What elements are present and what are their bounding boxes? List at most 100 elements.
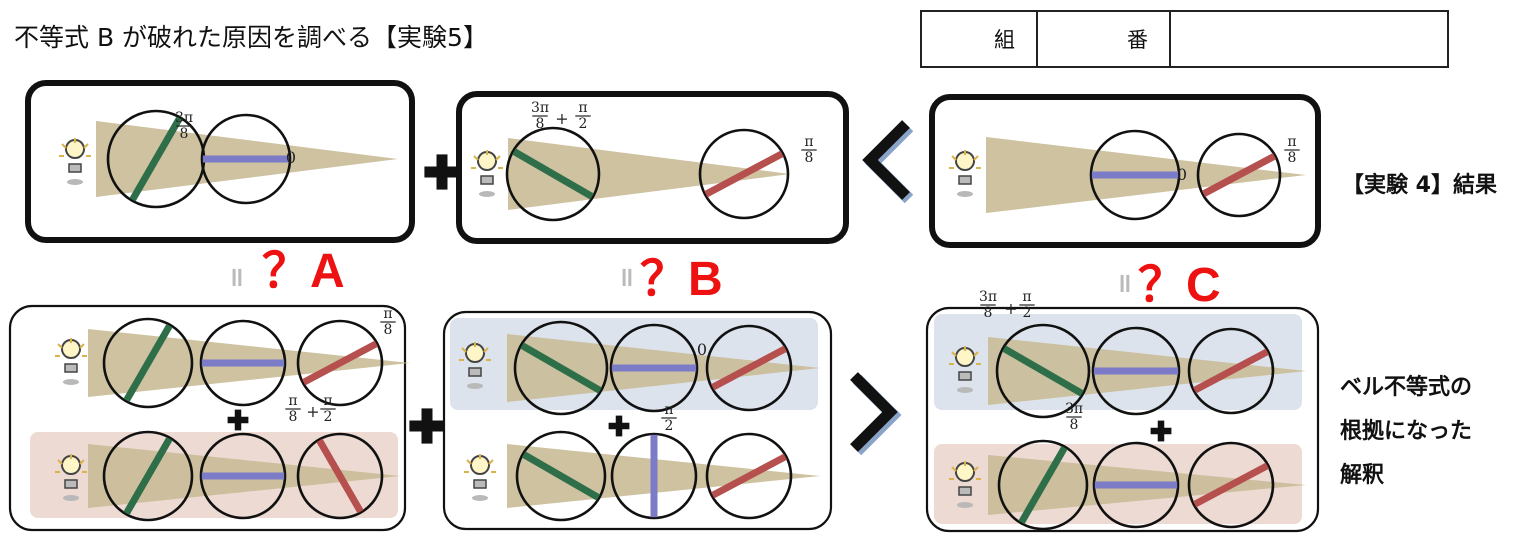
experiment4-result-label: 【実験 4】結果: [1342, 173, 1497, 198]
polarizer-ring: [995, 323, 1091, 419]
fraction-numerator: 3π: [979, 289, 997, 305]
polarizer: [1196, 132, 1282, 218]
fraction-numerator: π: [578, 100, 587, 116]
polarizer-ring: [199, 432, 287, 520]
plus-operator: [409, 408, 445, 444]
fraction-numerator: π: [323, 393, 332, 409]
polarizer: [1187, 441, 1275, 529]
polarizer-axis: [704, 150, 784, 198]
polarizer-axis: [521, 451, 601, 501]
bell-interpretation-line2: 根拠になった: [1340, 419, 1473, 444]
polarizer: [102, 317, 194, 409]
number-label: 番: [1127, 28, 1148, 52]
plus-sign: +: [1004, 299, 1017, 318]
plus-sign: +: [555, 109, 568, 128]
polarizer-ring: [1091, 326, 1181, 416]
polarizer-ring: [1187, 441, 1275, 529]
polarizer: [296, 432, 384, 520]
angle-pi-2: π2: [1019, 289, 1035, 321]
page-title: 不等式 B が破れた原因を調べる【実験5】: [14, 23, 488, 52]
fraction-denominator: 8: [536, 116, 545, 132]
equals-mark-a: ॥: [228, 261, 244, 292]
fraction-numerator: π: [664, 402, 673, 418]
fraction-numerator: 3π: [175, 110, 193, 126]
polarizer-axis: [316, 438, 364, 514]
polarizer-ring: [515, 430, 607, 522]
polarizer-axis: [711, 345, 787, 391]
equals-mark-c: ॥: [1116, 267, 1132, 298]
angle-3pi-8: 3π8: [1065, 401, 1083, 433]
polarizer-axis: [1018, 445, 1068, 525]
polarizer: [1092, 441, 1180, 529]
polarizer-axis: [302, 340, 378, 386]
polarizer-ring: [1187, 327, 1275, 415]
polarizer: [1089, 129, 1181, 221]
polarizer-axis: [512, 148, 594, 200]
angle-3pi-8: 3π8: [979, 289, 997, 321]
fraction-denominator: 2: [579, 116, 588, 132]
polarizer-ring: [296, 432, 384, 520]
polarizer: [705, 432, 793, 520]
fraction-numerator: π: [288, 393, 297, 409]
fraction-denominator: 2: [1023, 305, 1032, 321]
fraction-numerator: 3π: [1065, 401, 1083, 417]
polarizer-axis: [129, 116, 183, 202]
polarizer-ring: [1092, 441, 1180, 529]
fraction-numerator: π: [383, 306, 392, 322]
polarizer: [1091, 326, 1181, 416]
polarizer: [1187, 327, 1275, 415]
polarizer: [698, 128, 790, 220]
angle-pi-8: π8: [380, 306, 396, 338]
class-label: 組: [994, 28, 1015, 52]
polarizer-ring: [1196, 132, 1282, 218]
fraction-numerator: π: [804, 134, 813, 150]
polarizer: [997, 439, 1089, 531]
angle-zero: 0: [1177, 165, 1187, 184]
polarizer-ring: [200, 113, 292, 205]
fraction-denominator: 8: [1288, 150, 1297, 166]
polarizer-ring: [610, 432, 698, 520]
polarizer-ring: [102, 317, 194, 409]
polarizer-ring: [705, 324, 793, 412]
question-label-c: ？C: [1138, 259, 1221, 312]
class-number-name-table: 組 番: [920, 10, 1449, 68]
fraction-denominator: 8: [1070, 417, 1079, 433]
polarizer: [296, 319, 384, 407]
fraction-denominator: 8: [805, 150, 814, 166]
polarizer-ring: [609, 323, 699, 413]
equals-mark-b: ॥: [618, 261, 634, 292]
angle-pi-2: π2: [320, 393, 336, 425]
fraction-numerator: π: [1287, 134, 1296, 150]
polarizer: [199, 432, 287, 520]
polarizer: [102, 430, 194, 522]
bell-interpretation-line3: 解釈: [1340, 463, 1385, 488]
plus-operator: [424, 154, 460, 190]
polarizer: [199, 319, 287, 407]
question-label-b: ？B: [640, 253, 723, 306]
polarizer-axis: [1193, 462, 1269, 508]
polarizer-axis: [520, 342, 602, 394]
angle-pi-2: π2: [661, 402, 677, 434]
polarizer: [515, 430, 607, 522]
angle-zero: 0: [286, 148, 296, 167]
greater-than-operator: [850, 372, 898, 452]
polarizer-ring: [296, 319, 384, 407]
polarizer-axis: [123, 436, 173, 516]
polarizer: [610, 432, 698, 520]
polarizer-ring: [997, 439, 1089, 531]
polarizer-ring: [505, 126, 601, 222]
fraction-denominator: 8: [384, 322, 393, 338]
polarizer-ring: [705, 432, 793, 520]
angle-3pi-8: 3π8: [531, 100, 549, 132]
polarizer: [200, 113, 292, 205]
fraction-denominator: 2: [324, 409, 333, 425]
polarizer: [995, 323, 1091, 419]
angle-pi-8: π8: [1284, 134, 1300, 166]
polarizer-ring: [1089, 129, 1181, 221]
polarizer-axis: [1002, 345, 1084, 397]
polarizer-ring: [199, 319, 287, 407]
angle-zero: 0: [697, 340, 707, 359]
bell-interpretation-line1: ベル不等式の: [1340, 375, 1473, 400]
fraction-denominator: 8: [180, 126, 189, 142]
